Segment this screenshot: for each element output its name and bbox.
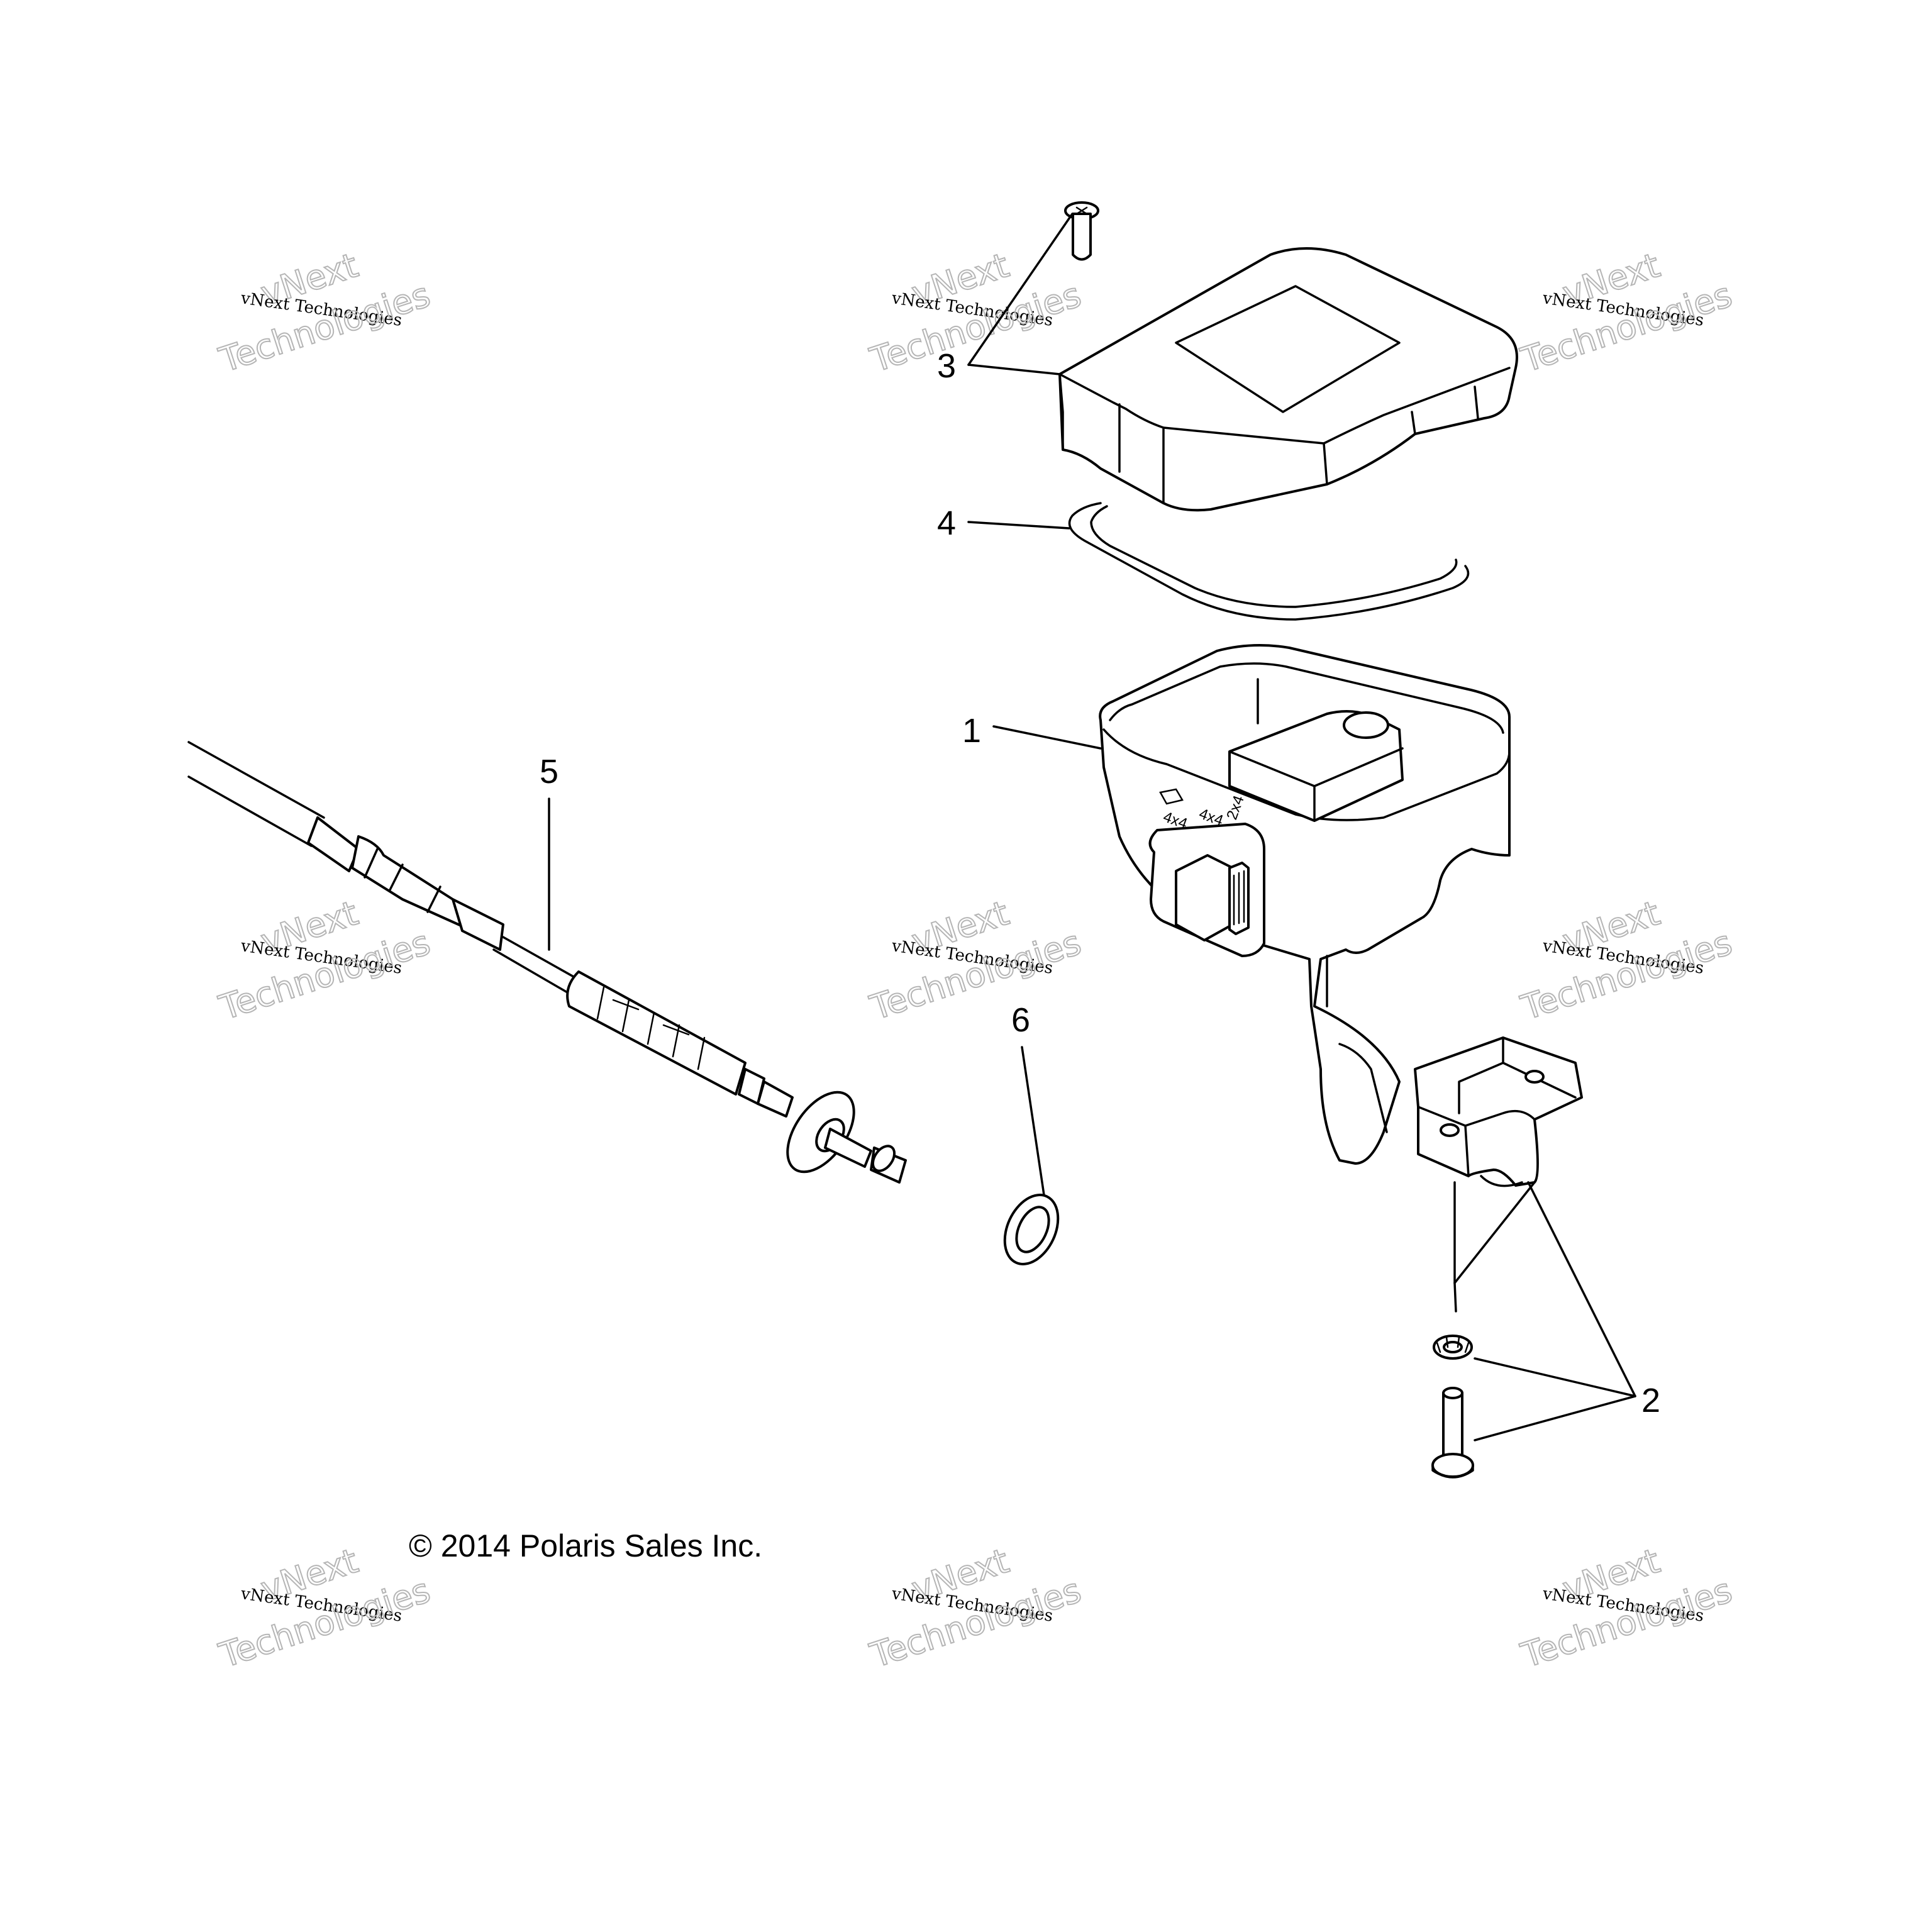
watermark: vNext vNext Technologies Technologies (214, 892, 435, 1028)
top-cover-part-3 (1058, 247, 1518, 512)
callout-6: 6 (1011, 1001, 1030, 1039)
callout-4: 4 (937, 504, 956, 542)
copyright-text: © 2014 Polaris Sales Inc. (409, 1528, 762, 1563)
bolt-part-2 (1431, 1387, 1474, 1479)
watermark: vNext vNext Technologies Technologies (1516, 892, 1737, 1028)
leader-lines (548, 213, 1636, 1441)
watermark: vNext vNext Technologies Technologies (865, 892, 1086, 1028)
oring-part-6 (1003, 1194, 1060, 1265)
watermark: vNext vNext Technologies Technologies (1516, 1540, 1737, 1676)
cable-part-5 (187, 741, 907, 1184)
switch-housing-part-1: 4x4 4x4 2x4 (1099, 644, 1511, 1165)
callout-5: 5 (540, 753, 558, 791)
watermark: vNext vNext Technologies Technologies (214, 1540, 435, 1676)
screw-part-3 (1064, 201, 1099, 261)
clamp-part-2 (1414, 1036, 1583, 1187)
watermark-grid: vNext vNext Technologies Technologies vN… (214, 245, 1737, 1676)
watermark: vNext vNext Technologies Technologies (214, 245, 435, 380)
watermark: vNext vNext Technologies Technologies (865, 1540, 1086, 1676)
watermark: vNext vNext Technologies Technologies (865, 245, 1086, 380)
callout-3: 3 (937, 347, 956, 385)
callout-2: 2 (1641, 1382, 1660, 1419)
washer-part-2 (1433, 1335, 1473, 1360)
watermark: vNext vNext Technologies Technologies (1516, 245, 1737, 380)
gasket-part-4 (1068, 502, 1470, 621)
callout-1: 1 (962, 712, 981, 750)
